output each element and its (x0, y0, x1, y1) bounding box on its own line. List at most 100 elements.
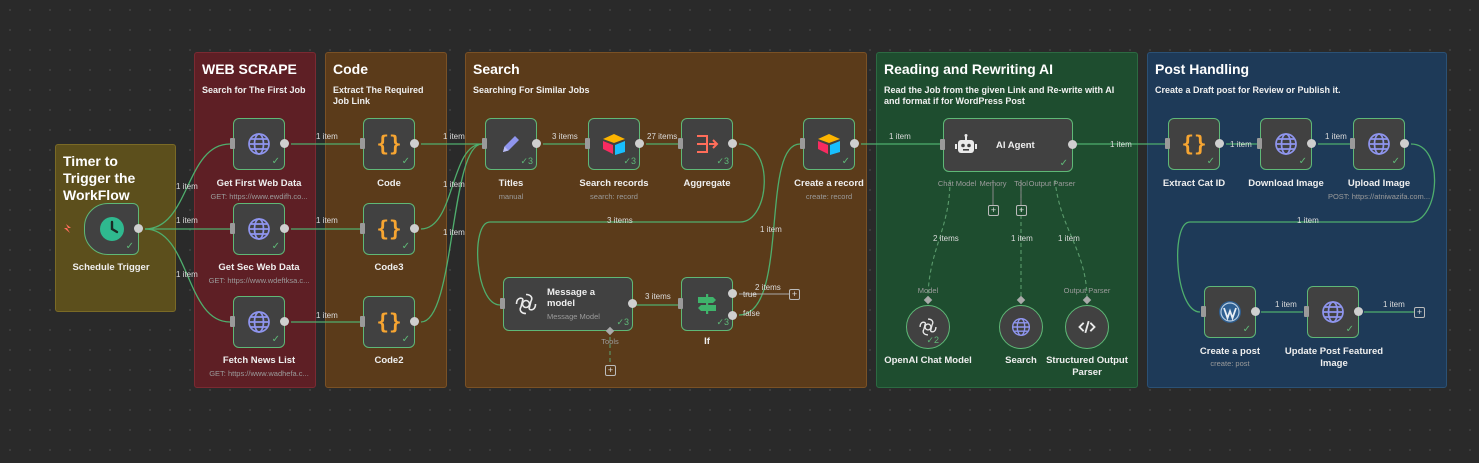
search-tool-node[interactable] (999, 305, 1043, 349)
edge-label: 1 item (316, 311, 338, 320)
edge-label: 1 item (889, 132, 911, 141)
run-count-badge: ✓3 (616, 317, 629, 327)
output-port[interactable] (280, 224, 289, 233)
run-count-badge: ✓3 (716, 156, 729, 166)
output-port[interactable] (635, 139, 644, 148)
output-port[interactable] (1354, 307, 1363, 316)
output-port[interactable] (532, 139, 541, 148)
fetch-news-list-node[interactable]: ✓ (230, 296, 289, 348)
ai-agent-node[interactable]: AI Agent ✓ (940, 118, 1077, 172)
openai-chat-model-node[interactable]: ✓2 (906, 305, 950, 349)
output-port[interactable] (280, 317, 289, 326)
input-port[interactable] (360, 316, 365, 327)
input-port[interactable] (1304, 306, 1309, 317)
output-port[interactable] (1068, 140, 1077, 149)
output-port[interactable] (1400, 139, 1409, 148)
code-braces-icon: {} (376, 310, 402, 334)
edge-label: 2 items (933, 234, 959, 243)
search-records-node[interactable]: ✓3 (585, 118, 644, 170)
edge-label: 1 item (760, 225, 782, 234)
output-port[interactable] (850, 139, 859, 148)
code-braces-icon: {} (376, 132, 402, 156)
input-port[interactable] (482, 138, 487, 149)
node-label: Get Sec Web Data (218, 262, 300, 273)
create-post-node[interactable]: ✓ (1201, 286, 1260, 338)
code2-node[interactable]: {} ✓ (360, 296, 419, 348)
update-post-featured-image-node[interactable]: ✓ (1304, 286, 1363, 338)
success-check-icon: ✓ (271, 334, 280, 345)
success-check-icon: ✓ (401, 334, 410, 345)
input-port[interactable] (1257, 138, 1262, 149)
edge-label: 3 items (552, 132, 578, 141)
if-node[interactable]: ✓3 (678, 277, 737, 331)
edge-label: 1 item (316, 216, 338, 225)
output-port[interactable] (410, 139, 419, 148)
output-port[interactable] (1307, 139, 1316, 148)
schedule-trigger-node[interactable]: ✓ (84, 203, 143, 255)
wordpress-icon (1218, 300, 1242, 324)
output-port[interactable] (280, 139, 289, 148)
input-port[interactable] (500, 298, 505, 309)
true-output-port[interactable] (728, 289, 737, 298)
create-record-node[interactable]: ✓ (800, 118, 859, 170)
input-port[interactable] (1350, 138, 1355, 149)
input-port[interactable] (940, 139, 945, 150)
code3-node[interactable]: {} ✓ (360, 203, 419, 255)
extract-cat-id-node[interactable]: {} ✓ (1165, 118, 1224, 170)
upload-image-node[interactable]: ✓ (1350, 118, 1409, 170)
input-port[interactable] (230, 316, 235, 327)
sticky-web-scrape-sub: Search for The First Job (202, 85, 306, 95)
success-check-icon: ✓ (1206, 156, 1215, 167)
download-image-node[interactable]: ✓ (1257, 118, 1316, 170)
false-branch-label: false (743, 309, 760, 318)
output-port[interactable] (628, 299, 637, 308)
input-port[interactable] (585, 138, 590, 149)
output-parser-port-label: Output Parser (1063, 286, 1111, 295)
node-label: Fetch News List (222, 355, 296, 366)
input-port[interactable] (360, 138, 365, 149)
sticky-ai-sub: Read the Job from the given Link and Re-… (884, 85, 1115, 106)
edge-label: 1 item (443, 228, 465, 237)
pencil-icon (499, 132, 523, 156)
add-true-node-button[interactable]: + (789, 289, 800, 300)
output-port[interactable] (728, 139, 737, 148)
false-output-port[interactable] (728, 311, 737, 320)
node-label: Update Post Featured Image (1284, 346, 1384, 369)
add-tool-button[interactable]: + (1016, 205, 1027, 216)
input-port[interactable] (360, 223, 365, 234)
success-check-icon: ✓ (271, 241, 280, 252)
input-port[interactable] (1201, 306, 1206, 317)
output-port[interactable] (410, 224, 419, 233)
output-port[interactable] (134, 224, 143, 233)
add-tool-button[interactable]: + (605, 365, 616, 376)
add-memory-button[interactable]: + (988, 205, 999, 216)
titles-node[interactable]: ✓3 (482, 118, 541, 170)
output-port[interactable] (1251, 307, 1260, 316)
structured-output-parser-node[interactable] (1065, 305, 1109, 349)
node-subtitle: create: post (1210, 359, 1250, 368)
get-sec-web-data-node[interactable]: ✓ (230, 203, 289, 255)
add-node-button[interactable]: + (1414, 307, 1425, 318)
output-port[interactable] (1215, 139, 1224, 148)
sticky-search-sub: Searching For Similar Jobs (473, 85, 590, 95)
node-subtitle: GET: https://www.ewdifh.co... (210, 192, 308, 201)
get-first-web-data-node[interactable]: ✓ (230, 118, 289, 170)
input-port[interactable] (230, 138, 235, 149)
edge-label: 1 item (443, 132, 465, 141)
model-port-label: Model (917, 286, 939, 295)
edge-label: 3 items (607, 216, 633, 225)
code-node[interactable]: {} ✓ (360, 118, 419, 170)
input-port[interactable] (1165, 138, 1170, 149)
aggregate-node[interactable]: ✓3 (678, 118, 737, 170)
output-port[interactable] (410, 317, 419, 326)
input-port[interactable] (230, 223, 235, 234)
input-port[interactable] (678, 138, 683, 149)
success-check-icon: ✓ (125, 241, 134, 252)
message-model-node[interactable]: Message a model Message Model ✓3 (500, 277, 637, 331)
node-label: Code3 (374, 262, 404, 273)
output-parser-port-label: Output Parser (1028, 179, 1076, 188)
input-port[interactable] (678, 298, 683, 309)
openai-icon (514, 292, 538, 316)
input-port[interactable] (800, 138, 805, 149)
globe-icon (247, 310, 271, 334)
